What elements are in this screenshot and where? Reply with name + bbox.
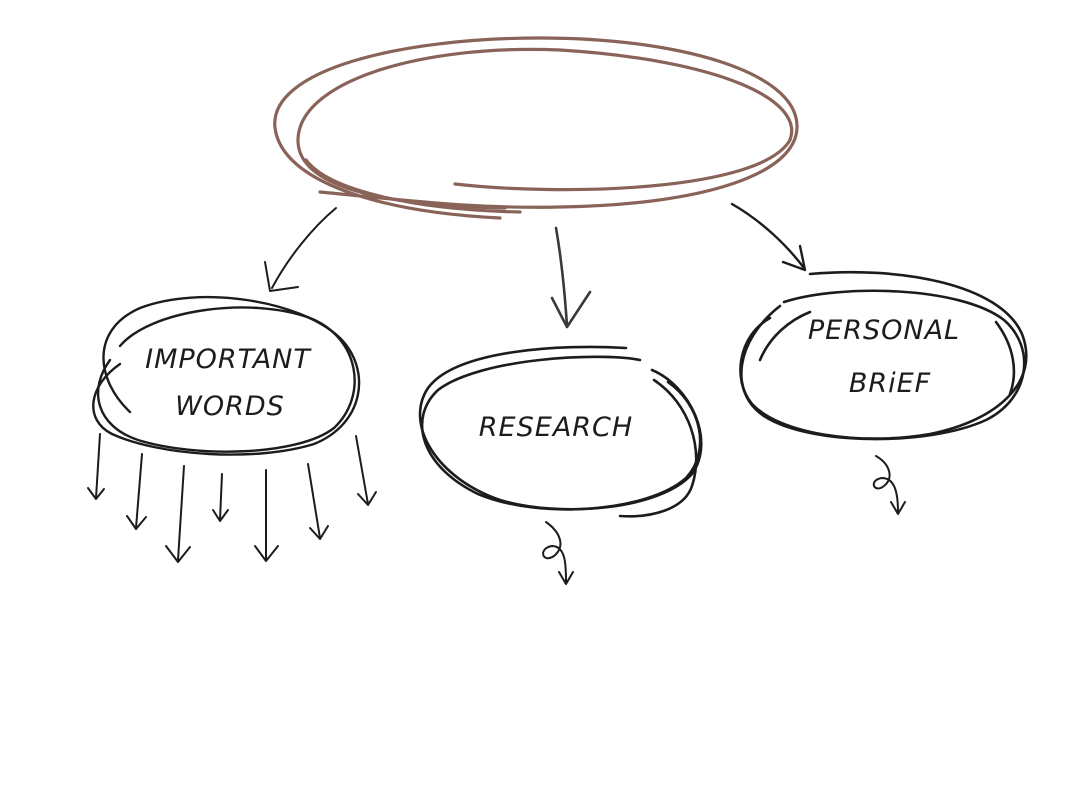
root-ring-stroke-outer [273, 36, 799, 220]
node-label-line-2: BRiEF [849, 368, 931, 399]
node-personal-brief[interactable]: PERSONAL BRiEF [739, 270, 1028, 441]
arrowhead-icon [550, 290, 592, 329]
root-ring-stroke-tail [304, 158, 522, 214]
node-ring-stroke [994, 320, 1016, 396]
node-research[interactable]: RESEARCH [418, 345, 703, 518]
arrowhead-icon [264, 261, 299, 292]
node-ring-stroke [96, 306, 356, 453]
connector-research [550, 226, 592, 329]
arrow-fan [87, 433, 377, 563]
root-ring[interactable] [273, 36, 799, 220]
down-arrow-icon [126, 453, 147, 530]
node-label-line-1: PERSONAL [808, 315, 960, 346]
connector-line [271, 207, 337, 289]
node-ring-stroke [92, 295, 361, 456]
down-arrow-icon [254, 469, 279, 562]
node-ring-stroke [618, 378, 698, 518]
connector-personal-brief [730, 202, 807, 272]
node-label-line-2: WORDS [175, 391, 285, 422]
connector-line [730, 202, 806, 270]
down-arrow-icon [165, 465, 191, 563]
connector-line [554, 226, 569, 328]
arrowhead-icon [781, 244, 807, 272]
down-arrow-icon [212, 473, 229, 522]
node-important-words[interactable]: IMPORTANT WORDS [92, 295, 361, 456]
node-ring-stroke [758, 310, 812, 362]
node-label-line-1: RESEARCH [479, 412, 633, 443]
squiggle-arrow-icon [872, 455, 906, 515]
connector-important-words [264, 207, 337, 292]
node-ring-stroke [739, 270, 1028, 440]
squiggle-arrow-icon [542, 521, 574, 585]
node-label-line-1: IMPORTANT [145, 344, 312, 375]
down-arrow-icon [87, 433, 105, 500]
down-arrow-icon [307, 463, 329, 540]
root-ring-stroke-inner [296, 47, 794, 210]
down-arrow-icon [355, 435, 377, 506]
node-ring-stroke [740, 289, 1026, 441]
